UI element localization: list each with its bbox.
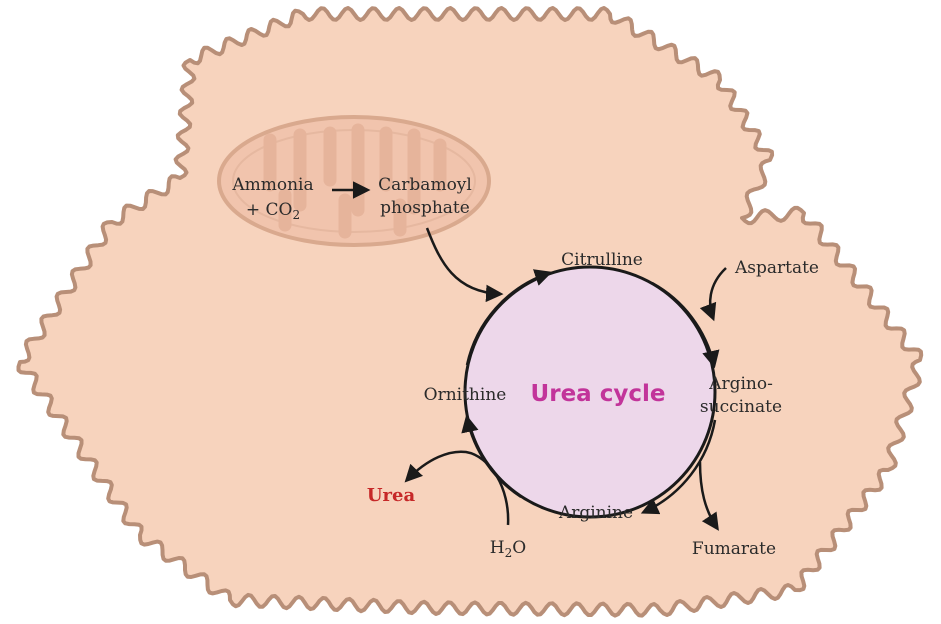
argininosuccinate-label-line1: Argino-	[708, 374, 773, 394]
argininosuccinate-label-line2: succinate	[700, 397, 782, 417]
ornithine-label: Ornithine	[424, 385, 507, 405]
fumarate-label: Fumarate	[692, 539, 776, 559]
arginine-label: Arginine	[558, 503, 633, 523]
carbamoyl-label: Carbamoyl	[378, 175, 472, 195]
urea-label: Urea	[367, 485, 416, 506]
hepatocyte-cell	[19, 8, 922, 616]
ammonia-label: Ammonia	[231, 175, 313, 195]
citrulline-label: Citrulline	[561, 250, 643, 270]
co2-label: + CO2	[246, 200, 300, 222]
aspartate-label: Aspartate	[734, 258, 819, 278]
phosphate-label: phosphate	[380, 198, 470, 218]
urea-cycle-title: Urea cycle	[531, 381, 666, 407]
